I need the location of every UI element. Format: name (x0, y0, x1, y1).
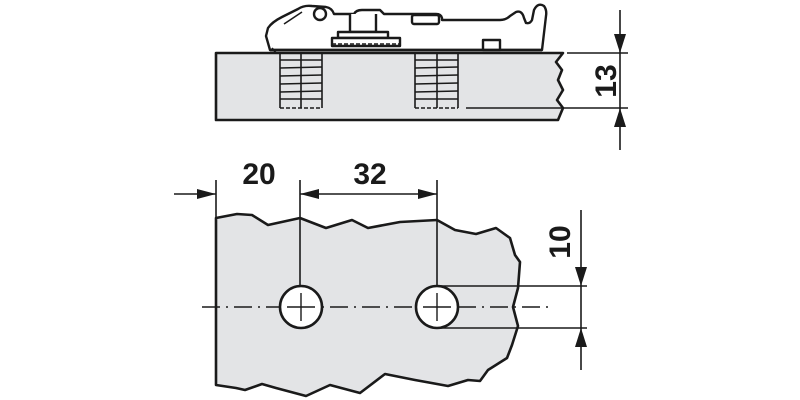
dimension-label-hole-diameter: 10 (544, 225, 577, 258)
dimension-label-edge-distance: 20 (242, 158, 275, 191)
threaded-dowel-left (279, 54, 323, 109)
dimension-label-depth: 13 (590, 64, 623, 97)
drill-hole-left (278, 284, 324, 330)
top-view: 20 32 10 (174, 158, 587, 398)
mounting-plate (264, 3, 548, 54)
extension-lines (215, 180, 438, 286)
dimension-hole-diameter (437, 210, 587, 370)
side-view-panel (214, 51, 565, 122)
threaded-dowel-right (414, 54, 459, 109)
drill-hole-right (414, 284, 460, 330)
side-view: 13 (214, 3, 628, 150)
dimension-depth (466, 10, 628, 150)
dimension-label-hole-spacing: 32 (353, 158, 386, 191)
dimension-hole-positions (174, 189, 437, 199)
top-view-panel (214, 212, 522, 398)
